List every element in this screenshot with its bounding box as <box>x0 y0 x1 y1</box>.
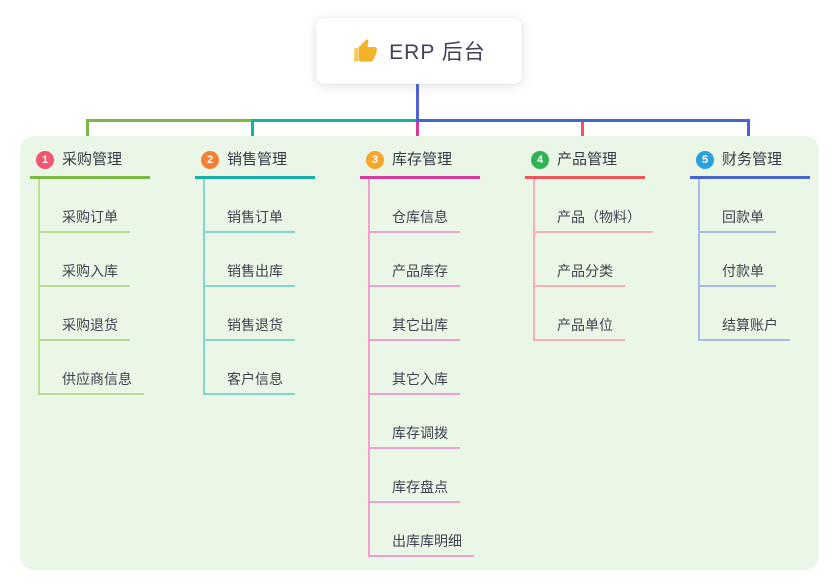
child-node[interactable]: 仓库信息 <box>370 179 490 233</box>
branch-node-label: 库存管理 <box>392 151 453 168</box>
root-node-title: ERP 后台 <box>389 41 486 64</box>
child-node[interactable]: 产品单位 <box>535 287 655 341</box>
branch-number-badge: 4 <box>531 151 549 169</box>
child-node-label: 客户信息 <box>205 370 295 395</box>
child-node-label: 采购入库 <box>40 262 130 287</box>
branch-node[interactable]: 3 库存管理 <box>360 150 480 179</box>
branch-number-badge: 1 <box>36 151 54 169</box>
branch-node-label: 采购管理 <box>62 151 123 168</box>
child-node[interactable]: 产品库存 <box>370 233 490 287</box>
branch-children: 销售订单销售出库销售退货客户信息 <box>203 179 325 395</box>
branch-1: 1 采购管理采购订单采购入库采购退货供应商信息 <box>30 150 160 395</box>
child-node[interactable]: 采购入库 <box>40 233 160 287</box>
child-node[interactable]: 其它出库 <box>370 287 490 341</box>
child-node[interactable]: 采购退货 <box>40 287 160 341</box>
branch-3: 3 库存管理仓库信息产品库存其它出库其它入库库存调拨库存盘点出库库明细 <box>360 150 490 557</box>
child-node[interactable]: 产品分类 <box>535 233 655 287</box>
child-node[interactable]: 供应商信息 <box>40 341 160 395</box>
branch-children: 产品（物料） 产品分类产品单位 <box>533 179 655 341</box>
child-node-label: 回款单 <box>700 208 776 233</box>
child-node-label: 采购订单 <box>40 208 130 233</box>
child-node[interactable]: 出库库明细 <box>370 503 490 557</box>
branch-2: 2 销售管理销售订单销售出库销售退货客户信息 <box>195 150 325 395</box>
thumbs-up-icon <box>352 38 379 65</box>
child-node-label: 库存盘点 <box>370 478 460 503</box>
branch-node[interactable]: 2 销售管理 <box>195 150 315 179</box>
connector-root-vertical <box>416 84 419 122</box>
child-node-label: 销售退货 <box>205 316 295 341</box>
child-node[interactable]: 库存调拨 <box>370 395 490 449</box>
branch-node-label: 产品管理 <box>557 151 618 168</box>
child-node-label: 其它出库 <box>370 316 460 341</box>
child-node-label: 仓库信息 <box>370 208 460 233</box>
child-node-label: 销售出库 <box>205 262 295 287</box>
child-node-label: 产品库存 <box>370 262 460 287</box>
connector-rail-left <box>86 119 254 122</box>
child-node-label: 付款单 <box>700 262 776 287</box>
child-node[interactable]: 销售订单 <box>205 179 325 233</box>
child-node[interactable]: 回款单 <box>700 179 820 233</box>
child-node-label: 产品单位 <box>535 316 625 341</box>
child-node-label: 出库库明细 <box>370 532 474 557</box>
child-node-label: 其它入库 <box>370 370 460 395</box>
branch-number-badge: 3 <box>366 151 384 169</box>
branch-node[interactable]: 5 财务管理 <box>690 150 810 179</box>
branch-children: 仓库信息产品库存其它出库其它入库库存调拨库存盘点出库库明细 <box>368 179 490 557</box>
child-node-label: 供应商信息 <box>40 370 144 395</box>
branch-number-badge: 2 <box>201 151 219 169</box>
branch-node[interactable]: 4 产品管理 <box>525 150 645 179</box>
branches-panel <box>20 136 819 570</box>
branch-node-label: 财务管理 <box>722 151 783 168</box>
child-node[interactable]: 销售退货 <box>205 287 325 341</box>
child-node-label: 采购退货 <box>40 316 130 341</box>
root-node-erp[interactable]: ERP 后台 <box>316 18 522 84</box>
child-node[interactable]: 其它入库 <box>370 341 490 395</box>
child-node-label: 销售订单 <box>205 208 295 233</box>
connector-rail-right <box>416 119 750 122</box>
branch-5: 5 财务管理回款单付款单结算账户 <box>690 150 820 341</box>
child-node-label: 结算账户 <box>700 316 790 341</box>
connector-rail-mid <box>251 119 419 122</box>
child-node[interactable]: 产品（物料） <box>535 179 655 233</box>
branch-children: 回款单付款单结算账户 <box>698 179 820 341</box>
branch-4: 4 产品管理产品（物料） 产品分类产品单位 <box>525 150 655 341</box>
child-node[interactable]: 结算账户 <box>700 287 820 341</box>
branch-number-badge: 5 <box>696 151 714 169</box>
child-node-label: 产品（物料） <box>535 208 653 233</box>
child-node-label: 库存调拨 <box>370 424 460 449</box>
child-node[interactable]: 库存盘点 <box>370 449 490 503</box>
child-node[interactable]: 付款单 <box>700 233 820 287</box>
child-node-label: 产品分类 <box>535 262 625 287</box>
branch-node-label: 销售管理 <box>227 151 288 168</box>
branch-node[interactable]: 1 采购管理 <box>30 150 150 179</box>
child-node[interactable]: 采购订单 <box>40 179 160 233</box>
child-node[interactable]: 客户信息 <box>205 341 325 395</box>
child-node[interactable]: 销售出库 <box>205 233 325 287</box>
branch-children: 采购订单采购入库采购退货供应商信息 <box>38 179 160 395</box>
